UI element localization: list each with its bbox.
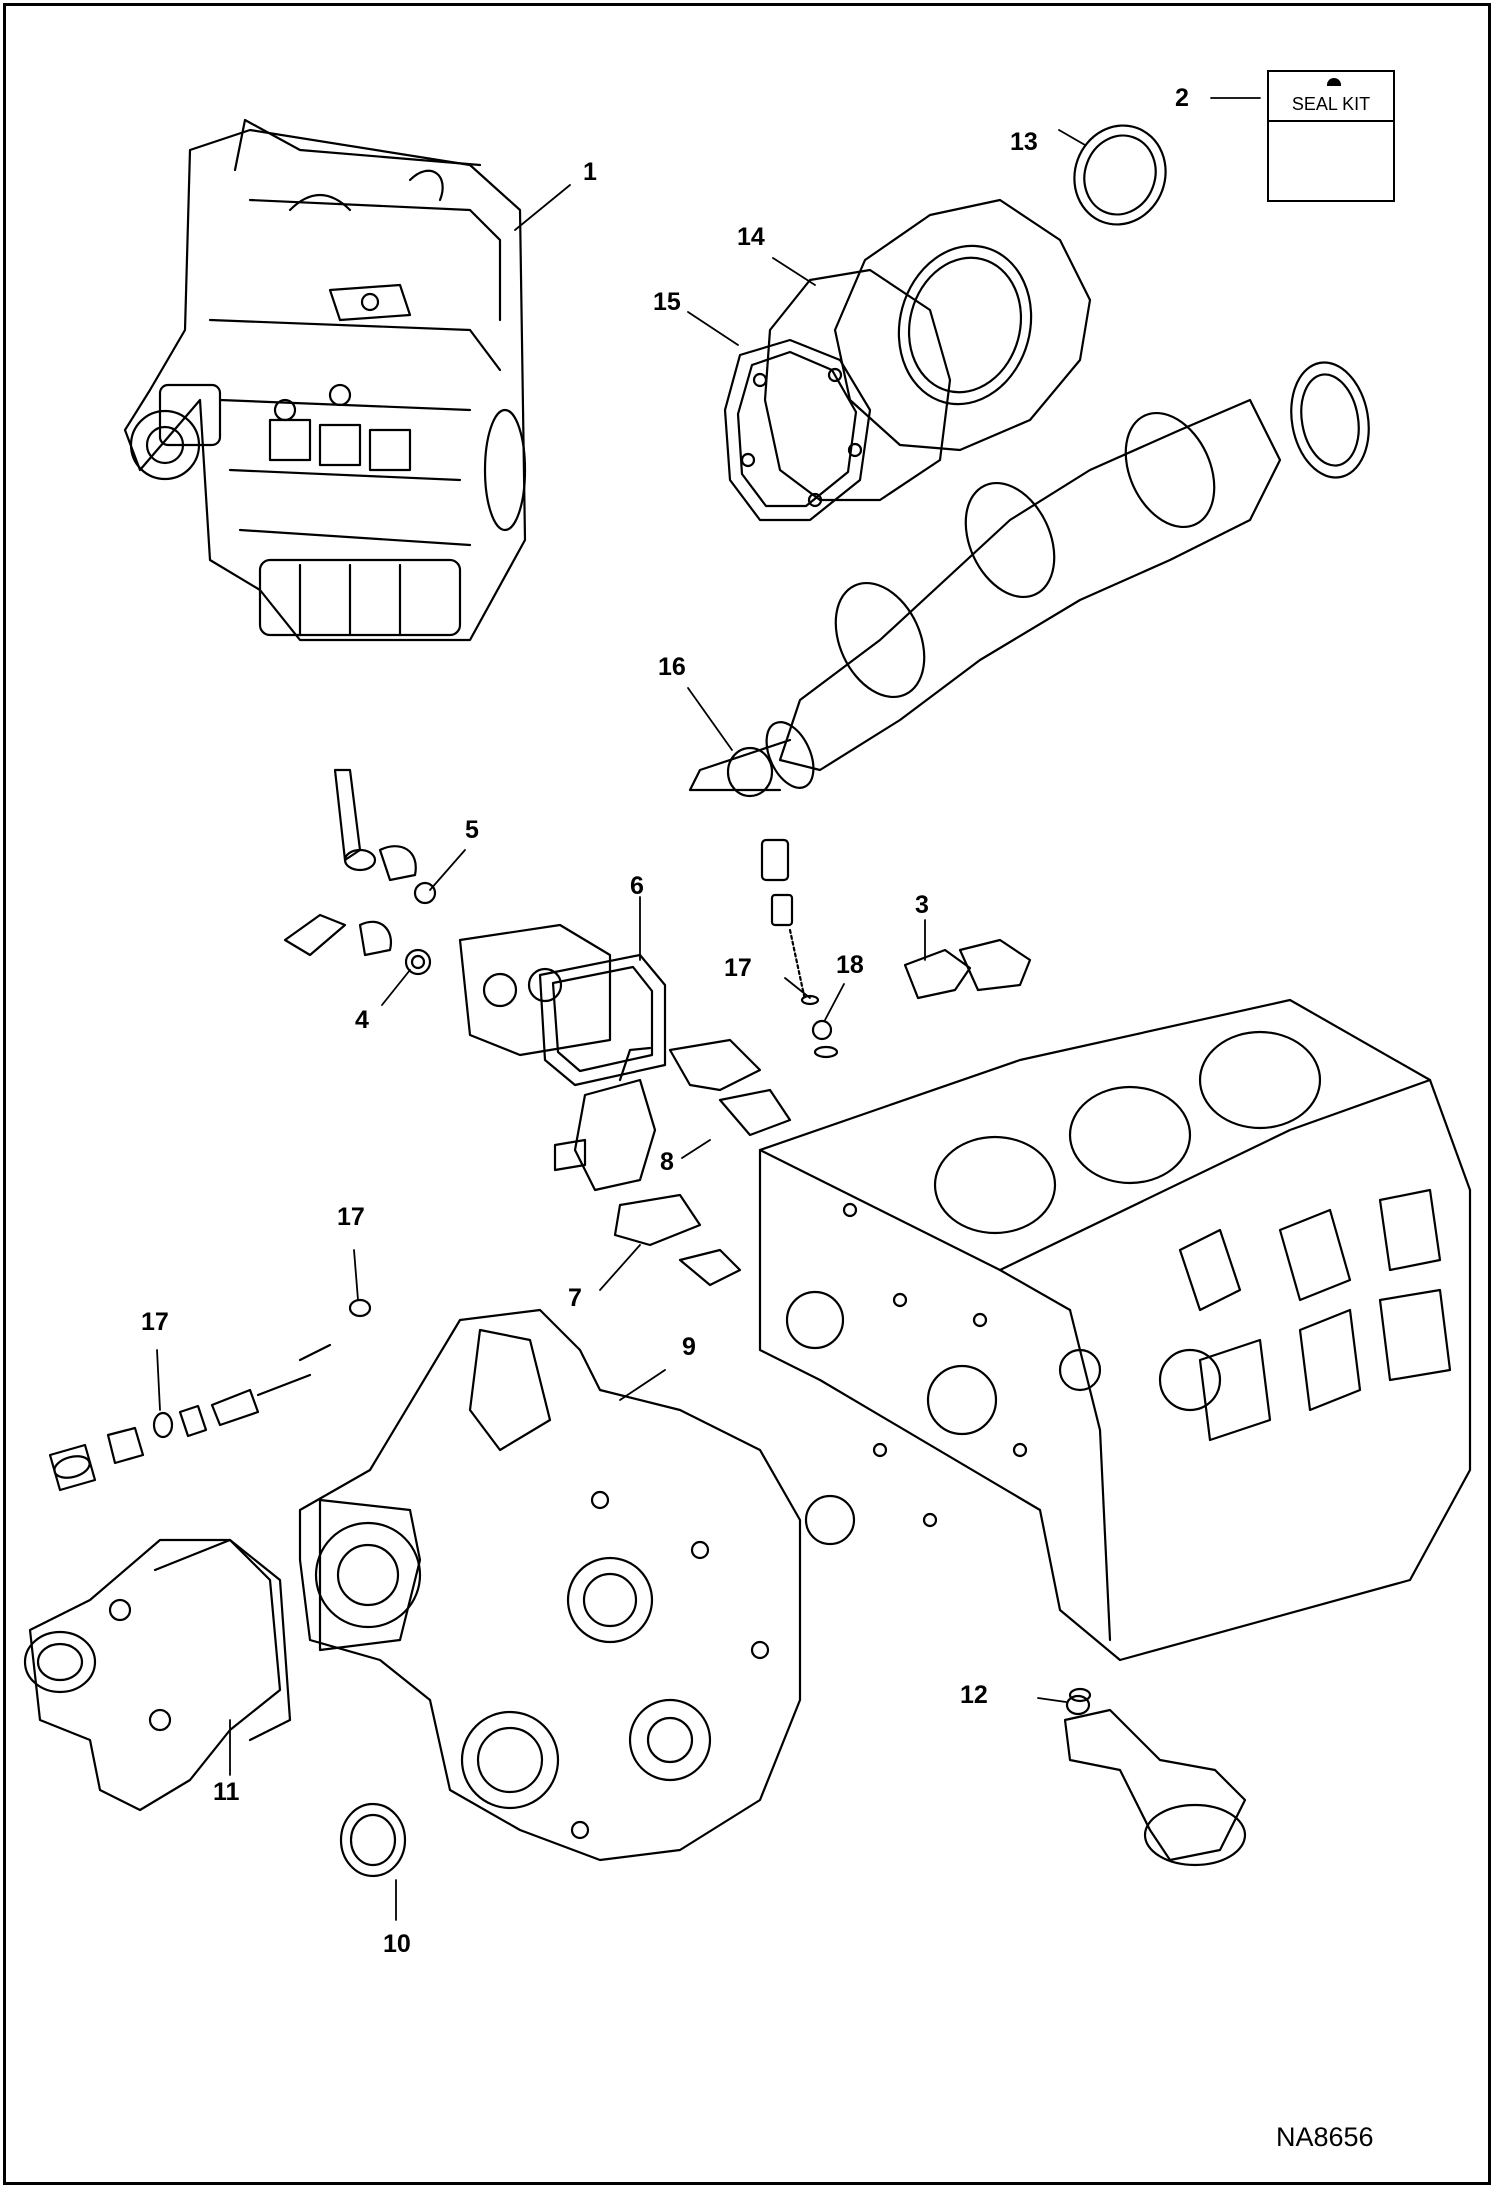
callout-7: 7	[568, 1284, 582, 1312]
crankshaft	[688, 361, 1370, 792]
callout-17-mid: 17	[337, 1203, 365, 1231]
o-ring	[726, 746, 774, 798]
small-o-ring	[1065, 1694, 1091, 1716]
callout-5: 5	[465, 816, 479, 844]
callout-15: 15	[653, 288, 681, 316]
callout-9: 9	[682, 1333, 696, 1361]
callout-17-left: 17	[141, 1308, 169, 1336]
gear-case	[298, 1308, 802, 1862]
callout-2: 2	[1175, 84, 1189, 112]
oil-seal-front	[339, 1802, 407, 1878]
callout-12: 12	[960, 1681, 988, 1709]
flywheel-gasket	[723, 338, 872, 522]
fuel-pipe-parts	[760, 838, 839, 1059]
rear-case-gasket	[763, 268, 952, 502]
seal-kit-box: SEAL KIT	[1267, 70, 1395, 202]
seal-kit-divider	[1269, 120, 1393, 122]
callout-14: 14	[737, 223, 765, 251]
rear-oil-seal-case	[833, 198, 1092, 452]
callout-4: 4	[355, 1006, 369, 1034]
governor-lever-parts	[283, 768, 437, 976]
relief-valve-parts	[48, 1298, 372, 1492]
leader-lines	[156, 97, 1261, 1921]
callout-8: 8	[660, 1148, 674, 1176]
callout-3: 3	[915, 891, 929, 919]
callout-6: 6	[630, 872, 644, 900]
intake-gasket-pair	[903, 938, 1032, 1000]
water-pump	[23, 1538, 292, 1812]
callout-16: 16	[658, 653, 686, 681]
fuel-pump	[553, 1046, 742, 1287]
callout-18: 18	[836, 951, 864, 979]
drawing-code: NA8656	[1276, 2122, 1374, 2152]
cover-gasket	[538, 953, 667, 1087]
oil-seal-rear	[1073, 124, 1167, 226]
callout-17-top: 17	[724, 954, 752, 982]
cylinder-block	[758, 998, 1472, 1662]
callout-1: 1	[583, 158, 597, 186]
complete-engine-illustration	[123, 118, 527, 642]
seal-kit-label: SEAL KIT	[1291, 94, 1371, 114]
callout-11: 11	[213, 1778, 240, 1806]
callout-13: 13	[1010, 128, 1038, 156]
seal-kit-tab	[1327, 78, 1341, 86]
fuel-pump-gaskets	[668, 1038, 792, 1137]
governor-cover-plate	[458, 923, 612, 1057]
diagram-frame	[3, 3, 1491, 2185]
callout-10: 10	[383, 1930, 411, 1958]
oil-strainer	[1063, 1687, 1247, 1867]
